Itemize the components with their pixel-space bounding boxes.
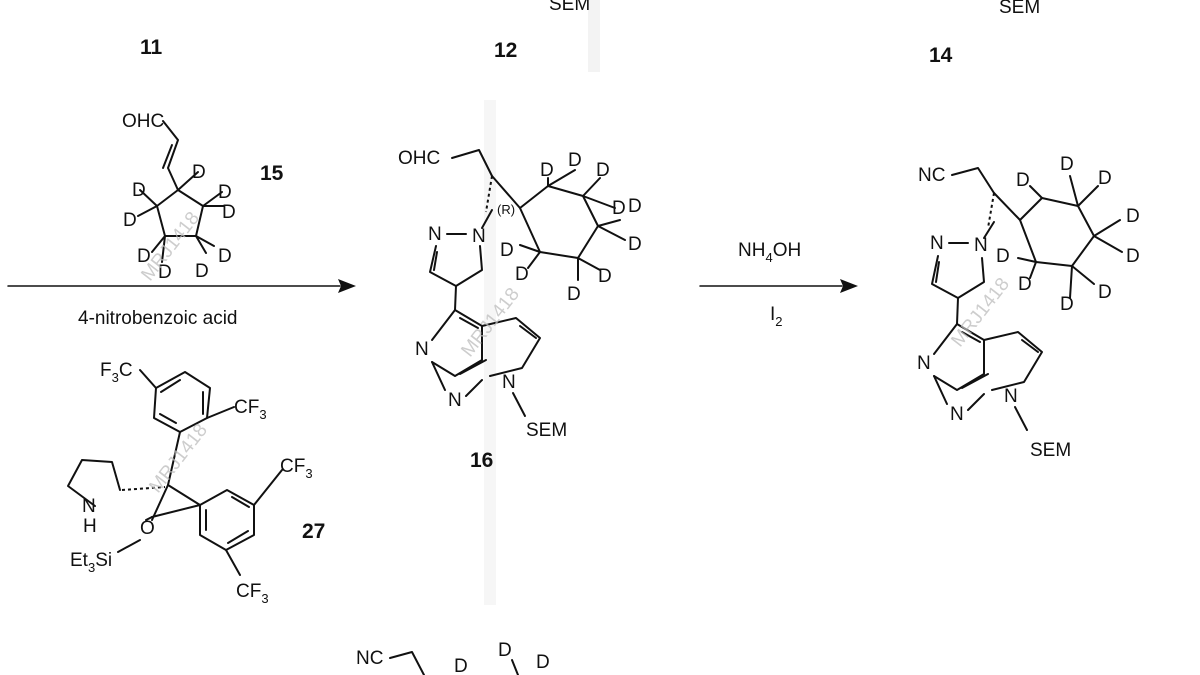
compound-15-label: 15: [260, 162, 284, 185]
svg-text:SEM: SEM: [1030, 440, 1071, 461]
svg-text:CF3: CF3: [280, 456, 313, 481]
svg-text:CF3: CF3: [236, 581, 269, 606]
svg-text:D: D: [218, 182, 232, 203]
sem-label-14-top: SEM: [999, 0, 1040, 18]
svg-text:D: D: [195, 261, 209, 282]
svg-text:NC: NC: [918, 165, 945, 186]
divider-top: [588, 0, 600, 72]
compound-15-structure: OHC D D D D D D D D D: [122, 111, 236, 283]
svg-text:D: D: [1126, 206, 1140, 227]
svg-text:D: D: [192, 162, 206, 183]
catalyst-27-label: 27: [302, 520, 325, 543]
reaction-arrow-2: [699, 279, 858, 293]
svg-text:NC: NC: [356, 648, 383, 669]
reagent-4-nitrobenzoic-acid: 4-nitrobenzoic acid: [78, 308, 237, 329]
compound-16-label: 16: [470, 449, 493, 472]
svg-text:D: D: [1018, 274, 1032, 295]
svg-text:OHC: OHC: [122, 111, 164, 132]
svg-text:N: N: [974, 235, 988, 256]
svg-text:D: D: [1060, 154, 1074, 175]
svg-text:CF3: CF3: [234, 397, 267, 422]
svg-text:D: D: [996, 246, 1010, 267]
compound-11-label: 11: [140, 36, 163, 59]
svg-text:D: D: [132, 180, 146, 201]
svg-text:D: D: [454, 656, 468, 675]
compound-16-structure: OHC (R) D D D D D D D D D D N N N N N: [398, 148, 642, 441]
svg-text:D: D: [628, 196, 642, 217]
compound-12-label: 12: [494, 39, 517, 62]
svg-text:F3C: F3C: [100, 360, 133, 385]
svg-text:SEM: SEM: [526, 420, 567, 441]
svg-text:D: D: [500, 240, 514, 261]
svg-text:D: D: [137, 246, 151, 267]
svg-text:D: D: [515, 264, 529, 285]
svg-text:D: D: [568, 150, 582, 171]
divider-middle: [484, 100, 496, 605]
svg-text:D: D: [628, 234, 642, 255]
svg-text:N: N: [502, 372, 516, 393]
compound-bottom-partial: NC D D D: [356, 640, 550, 675]
svg-text:D: D: [158, 262, 172, 283]
svg-text:D: D: [1098, 282, 1112, 303]
svg-text:D: D: [1060, 294, 1074, 315]
compound-14-structure: NC D D D D D D D D D N N N N N SEM: [917, 154, 1140, 461]
svg-text:N: N: [930, 233, 944, 254]
svg-text:N: N: [472, 226, 486, 247]
svg-text:O: O: [140, 518, 155, 539]
svg-text:N: N: [82, 496, 96, 517]
reagent-iodine: I2: [770, 304, 783, 329]
svg-text:N: N: [950, 404, 964, 425]
reaction-arrow-1: [7, 279, 356, 293]
svg-text:D: D: [598, 266, 612, 287]
svg-text:D: D: [498, 640, 512, 661]
svg-text:D: D: [596, 160, 610, 181]
svg-text:H: H: [83, 516, 97, 537]
svg-text:D: D: [536, 652, 550, 673]
svg-text:Et3Si: Et3Si: [70, 550, 112, 575]
svg-text:N: N: [1004, 386, 1018, 407]
svg-text:N: N: [917, 353, 931, 374]
svg-text:D: D: [1098, 168, 1112, 189]
svg-text:OHC: OHC: [398, 148, 440, 169]
svg-text:N: N: [415, 339, 429, 360]
svg-text:D: D: [218, 246, 232, 267]
svg-text:D: D: [567, 284, 581, 305]
svg-text:D: D: [123, 210, 137, 231]
svg-text:N: N: [448, 390, 462, 411]
svg-text:N: N: [428, 224, 442, 245]
svg-text:D: D: [222, 202, 236, 223]
reagent-nh4oh: NH4OH: [738, 240, 801, 265]
compound-14-label: 14: [929, 44, 953, 67]
svg-text:D: D: [1126, 246, 1140, 267]
svg-text:(R): (R): [497, 202, 515, 217]
sem-label-12: SEM: [549, 0, 590, 15]
catalyst-27-structure: F3C CF3 N H O Et3Si CF3 CF3: [67, 360, 313, 606]
svg-text:D: D: [1016, 170, 1030, 191]
svg-text:D: D: [540, 160, 554, 181]
svg-text:D: D: [612, 198, 626, 219]
